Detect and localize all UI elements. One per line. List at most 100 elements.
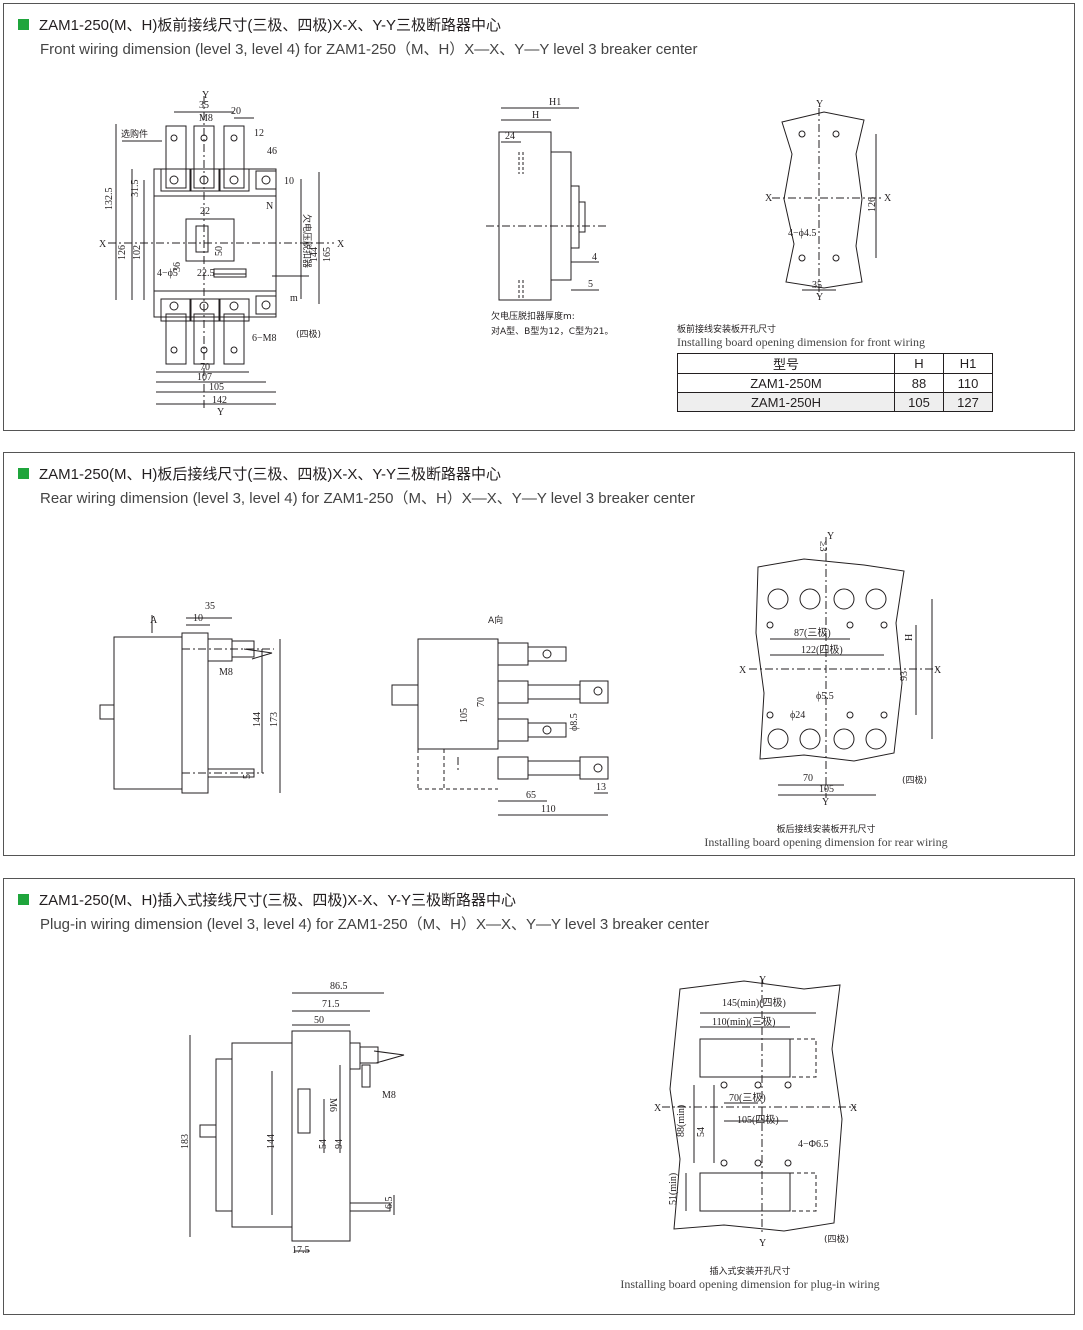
dim-label: Y (816, 99, 823, 110)
note-line: 对A型、B型为12，C型为21。 (491, 327, 614, 337)
section-title-en: Front wiring dimension (level 3, level 4… (40, 41, 698, 58)
green-square-icon (18, 894, 29, 905)
section-header: ZAM1-250(M、H)插入式接线尺寸(三极、四极)X-X、Y-Y三极断路器中… (18, 889, 709, 934)
dim-label: 4−Φ6.5 (798, 1139, 828, 1150)
dim-label: 10 (193, 613, 203, 624)
dim-label: 46 (267, 146, 277, 157)
dim-label: 35 (205, 601, 215, 612)
table-cell: ZAM1-250H (677, 392, 895, 412)
dim-label: 144 (252, 712, 263, 727)
dim-label: M8 (219, 667, 233, 678)
dim-label: 4 (592, 252, 597, 263)
section-title-cn: ZAM1-250(M、H)板后接线尺寸(三极、四极)X-X、Y-Y三极断路器中心 (39, 466, 501, 483)
green-square-icon (18, 19, 29, 30)
dim-label: ϕ8.5 (569, 713, 580, 731)
dim-label: 110(min)(三极) (712, 1015, 776, 1028)
dim-label: 105 (819, 784, 834, 795)
table-header-row: 型号 H H1 (677, 353, 993, 374)
dim-label: 36 (172, 262, 183, 272)
dim-label: 126 (867, 197, 878, 212)
table-header: H1 (943, 353, 993, 374)
side-view-drawing (486, 107, 609, 301)
dim-label: Y (816, 292, 823, 303)
rear-wiring-section: ZAM1-250(M、H)板后接线尺寸(三极、四极)X-X、Y-Y三极断路器中心… (3, 452, 1075, 856)
dim-label: 10 (284, 176, 294, 187)
dim-label: N (266, 201, 273, 212)
dim-label: 6−M8 (252, 333, 277, 344)
dim-label: 4−ϕ4.5 (788, 228, 816, 239)
dim-label: 70(三极) (729, 1091, 766, 1104)
dim-label: 88(min) (676, 1105, 687, 1137)
dim-label: Y (217, 407, 224, 418)
dim-label: A向 (488, 614, 503, 626)
table-cell: 127 (943, 392, 993, 412)
dim-label: 144 (309, 247, 320, 262)
front-board-drawing (772, 108, 884, 299)
dim-label: 102 (132, 245, 143, 260)
dim-label: H (532, 110, 539, 121)
dim-label: m (290, 293, 298, 304)
dim-label: 86.5 (330, 981, 348, 992)
table-cell: ZAM1-250M (677, 373, 895, 393)
dim-label: 4−ϕ5 (157, 268, 178, 279)
dim-label: 70 (803, 773, 813, 784)
dim-label: 51(min) (668, 1173, 679, 1205)
dim-label: 70 (200, 362, 210, 373)
rear-wiring-drawings: A 35 10 M8 144 173 5 A向 105 70 ϕ8.5 (99, 531, 942, 816)
dim-label: 50 (314, 1015, 324, 1026)
front-wiring-drawings: Y 35 M8 20 12 46 10 N 选购件 132.5 31.5 X 1… (99, 90, 892, 418)
caption-cn: 板前接线安装板开孔尺寸 (677, 325, 777, 335)
dim-label: 17.5 (292, 1245, 310, 1256)
dim-label: X (654, 1103, 662, 1114)
dim-label: 105 (209, 382, 224, 393)
table-row: ZAM1-250M 88 110 (677, 373, 993, 393)
dim-label: 12 (254, 128, 264, 139)
dim-label: 142 (212, 395, 227, 406)
dim-label: 165 (322, 247, 333, 262)
table-cell: 110 (943, 373, 993, 393)
plug-in-wiring-section: ZAM1-250(M、H)插入式接线尺寸(三极、四极)X-X、Y-Y三极断路器中… (3, 878, 1075, 1315)
caption-en: Installing board opening dimension for f… (677, 335, 925, 349)
dim-label: 35 (199, 100, 209, 111)
dim-label: 87(三极) (794, 626, 831, 639)
dim-label: 5 (242, 774, 253, 779)
dim-label: 71.5 (322, 999, 340, 1010)
dim-label: 13 (596, 782, 606, 793)
dim-label: X (739, 665, 747, 676)
dim-label: Y (202, 90, 209, 101)
dim-label: H (904, 634, 915, 641)
dim-label: 145(min)(四极) (722, 996, 786, 1009)
dim-label: 22 (200, 206, 210, 217)
table-cell: 88 (894, 373, 944, 393)
dim-label: 105 (459, 708, 470, 723)
dim-label: X (884, 193, 892, 204)
dim-label: H1 (549, 97, 561, 108)
dim-label: 54 (696, 1127, 707, 1137)
rear-side-view-drawing (99, 615, 281, 794)
section-title-en: Rear wiring dimension (level 3, level 4)… (40, 490, 695, 507)
dim-label: ϕ24 (790, 710, 805, 721)
dim-label: 144 (266, 1134, 277, 1149)
rear-a-view-labels: A向 105 70 ϕ8.5 65 13 110 (459, 614, 606, 815)
dim-label: Y (759, 975, 766, 986)
dim-label: 107 (197, 372, 212, 383)
section-header: ZAM1-250(M、H)板前接线尺寸(三极、四极)X-X、Y-Y三极断路器中心… (18, 14, 697, 59)
rear-side-view-labels: A 35 10 M8 144 173 5 (150, 601, 280, 779)
plug-in-wiring-drawings: 86.5 71.5 50 M6 M8 183 144 54 94 6.5 17.… (180, 975, 858, 1256)
rear-board-labels: ≥3 Y 87(三极) 122(四极) H 93 X X ϕ5.5 ϕ24 70… (739, 531, 942, 808)
dim-label: 70 (476, 697, 487, 707)
dim-label: 5 (588, 279, 593, 290)
rear-board-drawing (749, 537, 939, 798)
dim-label: 欠电压脱扣器 (301, 214, 313, 268)
dim-label: 20 (231, 106, 241, 117)
green-square-icon (18, 468, 29, 479)
dim-label: (四极) (824, 1233, 849, 1245)
dim-label: Y (827, 531, 834, 542)
dim-label: X (99, 239, 107, 250)
dim-label: X (337, 239, 345, 250)
plug-in-board-labels: Y 145(min)(四极) 110(min)(三极) X X 70(三极) 1… (654, 975, 858, 1249)
dim-label: 选购件 (121, 128, 148, 140)
section-title-cn: ZAM1-250(M、H)插入式接线尺寸(三极、四极)X-X、Y-Y三极断路器中… (39, 892, 516, 909)
dim-label: 122(四极) (801, 643, 843, 656)
dim-label: 65 (526, 790, 536, 801)
